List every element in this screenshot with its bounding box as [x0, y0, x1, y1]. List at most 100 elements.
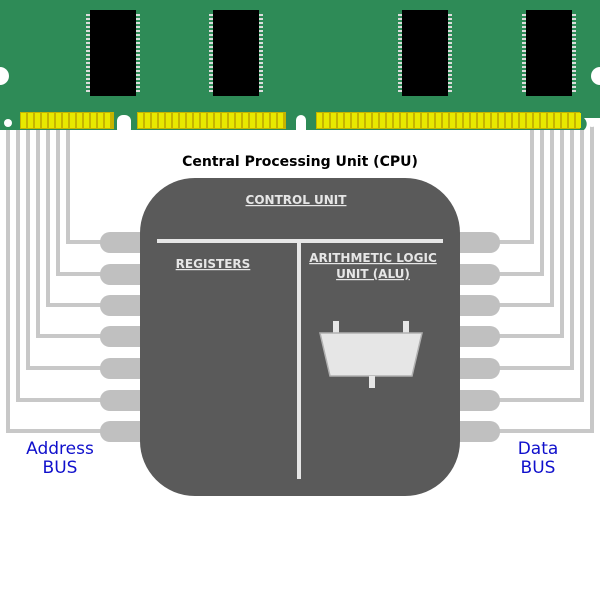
address-wire-6	[16, 120, 128, 402]
ram-chip-leg	[522, 74, 526, 76]
contact-pad	[278, 113, 283, 128]
ram-chip-leg	[448, 34, 452, 36]
ram-chip-leg	[572, 82, 576, 84]
ram-chip-leg	[136, 46, 140, 48]
ram-chip-leg	[572, 58, 576, 60]
contact-pad	[324, 113, 329, 128]
cpu: CONTROL UNIT REGISTERS ARITHMETIC LOGIC …	[100, 178, 500, 496]
ram-chip-leg	[572, 50, 576, 52]
ram-chip-leg	[86, 54, 90, 56]
ram-chip-leg	[136, 42, 140, 44]
ram-chip-leg	[136, 30, 140, 32]
ram-chip-leg	[522, 66, 526, 68]
contact-pad	[464, 113, 469, 128]
contact-pad	[408, 113, 413, 128]
contact-pad	[70, 113, 75, 128]
ram-chip-leg	[86, 70, 90, 72]
ram-chip-leg	[136, 74, 140, 76]
contact-pad	[345, 113, 350, 128]
ram-chip-leg	[209, 50, 213, 52]
ram-chip-leg	[398, 46, 402, 48]
ram-chip-leg	[522, 34, 526, 36]
ram-chip-leg	[136, 34, 140, 36]
contact-pad	[555, 113, 560, 128]
ram-chips	[86, 10, 576, 96]
contact-pad	[443, 113, 448, 128]
ram-chip-leg	[86, 78, 90, 80]
alu-input-a	[333, 321, 339, 335]
ram-chip-leg	[136, 58, 140, 60]
ram-chip-leg	[209, 78, 213, 80]
ram-chip-leg	[86, 46, 90, 48]
ram-chip-leg	[572, 70, 576, 72]
ram-chip-leg	[136, 50, 140, 52]
contact-pad	[208, 113, 213, 128]
ram-chip-leg	[398, 58, 402, 60]
ram-chip-leg	[448, 78, 452, 80]
ram-chip-leg	[572, 54, 576, 56]
ram-chip-leg	[209, 30, 213, 32]
contact-pad	[338, 113, 343, 128]
data-wire-4	[472, 120, 564, 338]
ram-chip-leg	[448, 74, 452, 76]
ram-chip-leg	[209, 66, 213, 68]
ram-left-notch	[0, 67, 9, 85]
ram-chip-leg	[448, 54, 452, 56]
ram-chip-leg	[448, 66, 452, 68]
ram-chip-leg	[522, 78, 526, 80]
alu-label-line1: ARITHMETIC LOGIC	[309, 251, 437, 265]
ram-chip-leg	[209, 82, 213, 84]
ram-chip-leg	[398, 54, 402, 56]
ram-chip-leg	[398, 78, 402, 80]
ram-chip-leg	[448, 26, 452, 28]
contact-pad	[317, 113, 322, 128]
ram-chip-leg	[209, 46, 213, 48]
contact-pad	[450, 113, 455, 128]
ram-chip-leg	[448, 42, 452, 44]
ram-chip-leg	[522, 42, 526, 44]
ram-chip-body	[90, 10, 136, 96]
ram-chip-leg	[522, 86, 526, 88]
ram-chip-leg	[136, 86, 140, 88]
contact-pad	[401, 113, 406, 128]
ram-chip-leg	[136, 90, 140, 92]
contact-pad	[84, 113, 89, 128]
ram-chip-leg	[522, 30, 526, 32]
ram-chip-leg	[572, 74, 576, 76]
contact-pad	[194, 113, 199, 128]
alu-input-b	[403, 321, 409, 335]
contact-pad	[77, 113, 82, 128]
ram-chip-leg	[522, 14, 526, 16]
ram-chip-leg	[398, 18, 402, 20]
ram-chip-leg	[398, 22, 402, 24]
ram-chip-leg	[136, 78, 140, 80]
contact-pad	[35, 113, 40, 128]
ram-chip-leg	[448, 38, 452, 40]
contact-pad	[42, 113, 47, 128]
ram-board	[0, 0, 600, 130]
ram-chip-leg	[572, 22, 576, 24]
contact-pad	[562, 113, 567, 128]
alu-body	[319, 332, 423, 377]
ram-chip-leg	[86, 14, 90, 16]
contact-pad	[429, 113, 434, 128]
contact-pad	[492, 113, 497, 128]
ram-chip-leg	[398, 50, 402, 52]
ram-chip-leg	[86, 38, 90, 40]
ram-chip-leg	[259, 78, 263, 80]
contact-pad	[352, 113, 357, 128]
address-wire-1	[66, 120, 128, 244]
ram-chip-leg	[86, 82, 90, 84]
contact-pad	[520, 113, 525, 128]
ram-chip	[398, 10, 452, 96]
ram-chip-leg	[136, 82, 140, 84]
ram-chip-leg	[259, 14, 263, 16]
ram-chip-leg	[398, 70, 402, 72]
contact-pad	[56, 113, 61, 128]
ram-hole-right	[588, 119, 596, 127]
ram-chip-leg	[572, 18, 576, 20]
ram-chip-leg	[572, 86, 576, 88]
ram-chip-leg	[86, 42, 90, 44]
